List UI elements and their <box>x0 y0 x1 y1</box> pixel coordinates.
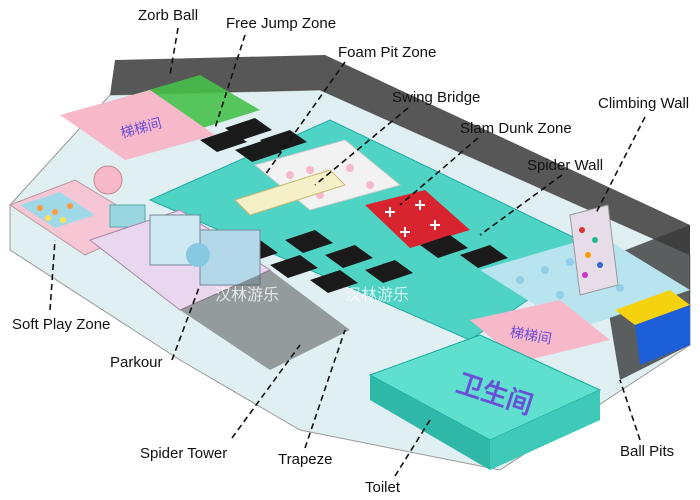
yellow-blue-block <box>615 290 690 365</box>
label-spider-wall: Spider Wall <box>527 157 603 174</box>
leader-toilet <box>394 419 431 477</box>
pink-banner-right-text: 梯梯间 <box>509 325 553 348</box>
watermark-1: 汉林游乐 <box>215 285 279 304</box>
parkour-tower-cluster <box>88 209 272 311</box>
slam-dunk-marks <box>385 200 440 237</box>
leader-free-jump <box>214 34 246 129</box>
zone-labels: Zorb Ball Free Jump Zone Foam Pit Zone S… <box>12 7 689 496</box>
watermark-2: 汉林游乐 <box>345 285 409 304</box>
leader-climbing-wall <box>594 116 646 216</box>
slam-dunk-zone <box>365 190 470 248</box>
leader-foam-pit <box>264 61 346 176</box>
leader-spider-wall <box>479 174 563 236</box>
zorb-ball-area <box>115 75 260 135</box>
pink-banner-left: 梯梯间 <box>60 90 215 160</box>
swing-bridge <box>234 169 346 216</box>
leader-trapeze <box>304 329 346 449</box>
label-spider-tower: Spider Tower <box>140 445 227 462</box>
lower-trampoline-grid <box>230 230 508 293</box>
label-climbing-wall: Climbing Wall <box>598 95 689 112</box>
label-foam-pit-zone: Foam Pit Zone <box>338 44 436 61</box>
leader-lines <box>49 27 646 477</box>
label-swing-bridge: Swing Bridge <box>392 89 480 106</box>
label-trapeze: Trapeze <box>278 451 332 468</box>
toilet-block: 卫生间 <box>368 334 602 470</box>
ball-pit-balls <box>516 258 624 299</box>
label-ball-pits: Ball Pits <box>620 443 674 460</box>
leader-soft-play <box>49 239 56 311</box>
spider-tower-mesh <box>180 270 350 370</box>
free-jump-trampolines <box>200 118 307 162</box>
label-soft-play-zone: Soft Play Zone <box>12 316 110 333</box>
back-net-wall <box>110 55 690 255</box>
label-zorb-ball: Zorb Ball <box>138 7 198 24</box>
label-toilet: Toilet <box>365 479 401 496</box>
label-free-jump-zone: Free Jump Zone <box>226 15 336 32</box>
leader-zorb-ball <box>169 27 179 76</box>
leader-swing-bridge <box>314 107 409 186</box>
leader-slam-dunk <box>399 137 479 206</box>
label-slam-dunk-zone: Slam Dunk Zone <box>460 120 572 137</box>
label-parkour: Parkour <box>110 354 163 371</box>
leader-ball-pits <box>619 379 641 441</box>
leader-parkour <box>171 284 201 361</box>
climbing-holds <box>579 227 603 278</box>
